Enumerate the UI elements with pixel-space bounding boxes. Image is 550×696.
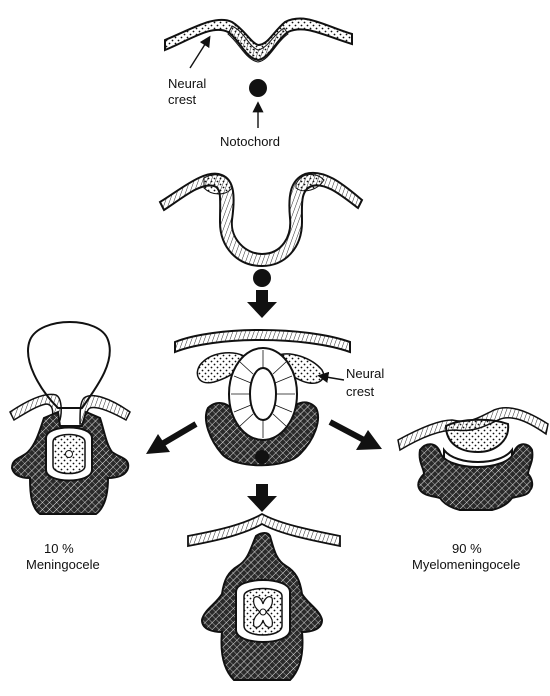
arrow-down-right-icon bbox=[330, 422, 382, 450]
myelomeningocele-illustration: 90 % Myelomeningocele bbox=[398, 408, 548, 572]
notochord-3 bbox=[255, 450, 269, 464]
arrow-down-left-icon bbox=[146, 424, 196, 454]
stage-neural-tube: Neural crest bbox=[175, 330, 384, 465]
central-canal-normal bbox=[260, 609, 266, 615]
neural-crest-label-top-line1: Neural bbox=[168, 76, 206, 91]
neural-crest-label-mid-line1: Neural bbox=[346, 366, 384, 381]
neural-crest-label-top-line2: crest bbox=[168, 92, 197, 107]
neural-tube-inner-3 bbox=[250, 368, 276, 420]
vertebra-myelo bbox=[418, 444, 532, 510]
meningocele-percent: 10 % bbox=[44, 541, 74, 556]
meningeal-sac bbox=[28, 322, 110, 408]
stage-neural-plate: Neural crest Notochord bbox=[165, 19, 352, 149]
ectoderm-outer-2 bbox=[160, 173, 362, 266]
normal-spine-illustration bbox=[188, 514, 340, 680]
neural-crest-pointer-top bbox=[190, 38, 209, 68]
stage-neural-groove bbox=[160, 173, 362, 287]
neural-crest-label-mid-line2: crest bbox=[346, 384, 375, 399]
myelomeningocele-label: Myelomeningocele bbox=[412, 557, 520, 572]
arrow-down-icon bbox=[247, 290, 277, 318]
central-canal-men bbox=[66, 451, 73, 458]
meningocele-label: Meningocele bbox=[26, 557, 100, 572]
notochord-1 bbox=[249, 79, 267, 97]
arrow-down-icon bbox=[247, 484, 277, 512]
notochord-label: Notochord bbox=[220, 134, 280, 149]
meningocele-illustration: 10 % Meningocele bbox=[10, 322, 130, 572]
notochord-2 bbox=[253, 269, 271, 287]
neural-placode-myelo bbox=[446, 420, 508, 452]
myelomeningocele-percent: 90 % bbox=[452, 541, 482, 556]
